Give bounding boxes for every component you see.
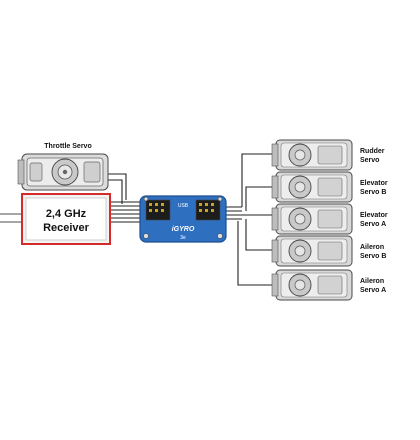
- wire-throttle: [104, 173, 127, 204]
- servo-label-line1: Aileron: [360, 244, 384, 251]
- servo-label-line1: Elevator: [360, 212, 388, 219]
- throttle-servo-label: Throttle Servo: [44, 143, 91, 150]
- wire-bus-4: [245, 219, 276, 251]
- receiver: 2,4 GHz Receiver: [0, 193, 111, 245]
- receiver-label-line2: Receiver: [43, 222, 90, 234]
- wire-controller-servos: [226, 206, 242, 220]
- wire-receiver-controller: [110, 201, 146, 223]
- servo-label-line2: Servo A: [360, 221, 386, 228]
- wires: [104, 153, 276, 286]
- controller-brand: iGYRO: [172, 226, 195, 233]
- wire-bus-2: [245, 186, 276, 211]
- servo-label-line1: Aileron: [360, 278, 384, 285]
- wire-bus-5: [237, 221, 276, 286]
- controller-usb-tag: USB: [178, 203, 189, 209]
- servo-label-line1: Elevator: [360, 180, 388, 187]
- throttle-servo: Throttle Servo: [17, 143, 109, 191]
- receiver-label-line1: 2,4 GHz: [46, 208, 87, 220]
- servo-label-line1: Rudder: [360, 148, 385, 155]
- servo-label-line2: Servo A: [360, 287, 386, 294]
- servo-label-line2: Servo: [360, 157, 379, 164]
- wire-bus-1: [241, 153, 276, 207]
- servo-label-line2: Servo B: [360, 253, 386, 260]
- controller-model: 3e: [180, 235, 186, 241]
- servo-label-line2: Servo B: [360, 189, 386, 196]
- gyro-controller: USB iGYRO 3e: [139, 195, 227, 243]
